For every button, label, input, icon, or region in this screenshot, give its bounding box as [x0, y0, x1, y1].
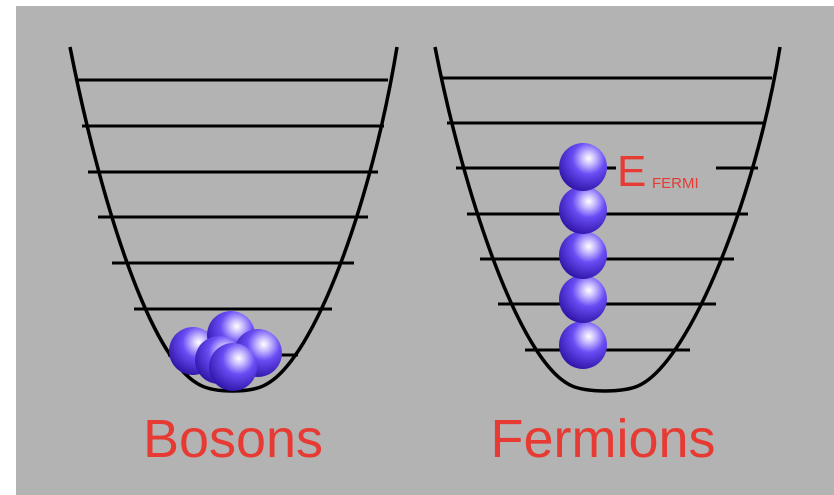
fermion-potential-curve: [433, 46, 782, 393]
boson-particles: [169, 311, 282, 391]
fermion-particle: [559, 321, 607, 369]
fermions-label: Fermions: [490, 409, 715, 469]
boson-particle: [209, 343, 257, 391]
fermi-energy-subscript: FERMI: [652, 175, 699, 192]
fermion-particle: [559, 143, 607, 191]
fermi-energy-symbol: E: [617, 147, 646, 196]
bosons-label: Bosons: [143, 409, 323, 469]
fermion-particle: [559, 186, 607, 234]
background-panel: [16, 6, 834, 495]
fermion-particle: [559, 275, 607, 323]
fermion-particle: [559, 231, 607, 279]
boson-well: Bosons: [68, 46, 399, 469]
fermion-energy-levels: [440, 76, 772, 352]
fermion-particles: [559, 143, 607, 369]
fermion-well: E FERMI Fermions: [433, 46, 782, 469]
fermi-energy-label: E FERMI: [617, 147, 699, 196]
